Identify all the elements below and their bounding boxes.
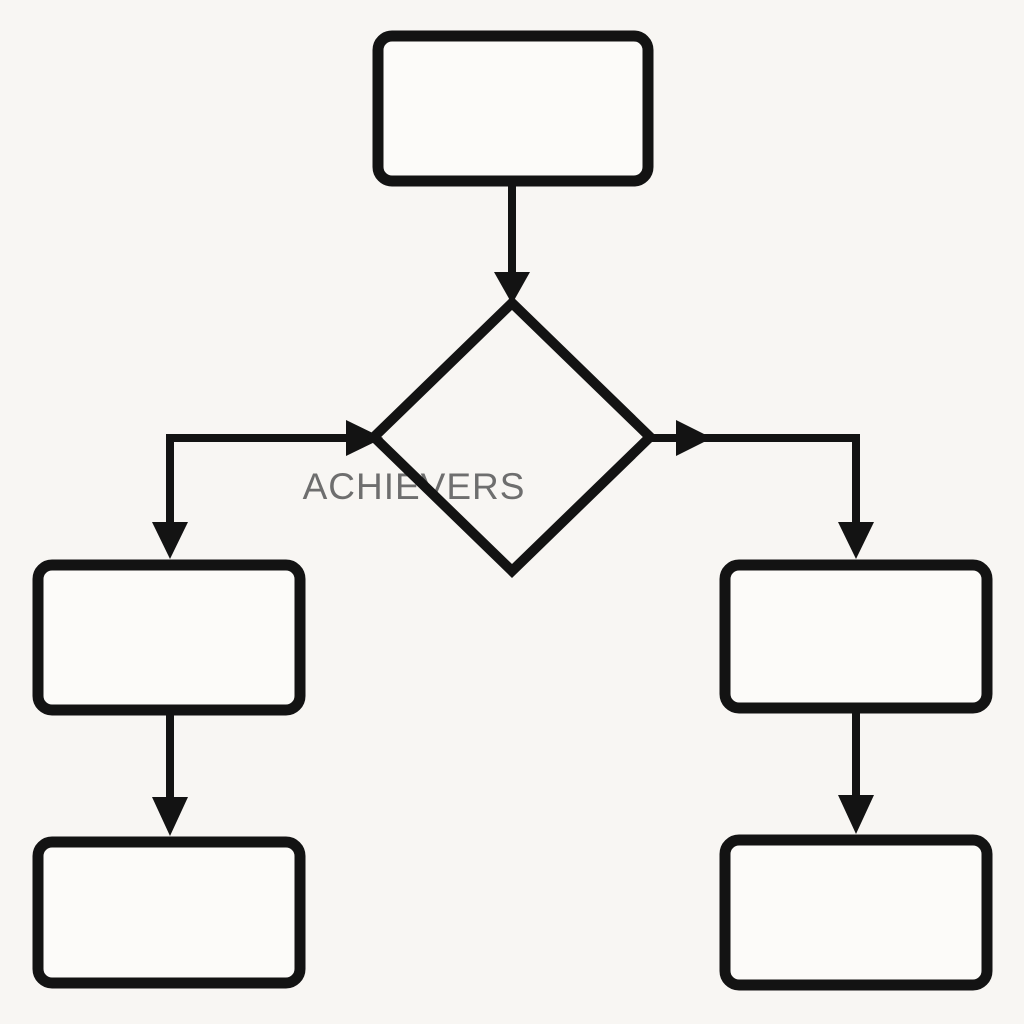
arrow-right-icon bbox=[346, 420, 383, 456]
arrow-right-icon bbox=[676, 420, 712, 456]
edge-top-to-decision bbox=[494, 182, 530, 304]
arrow-down-icon bbox=[152, 797, 188, 836]
node-decision-diamond bbox=[366, 296, 658, 578]
arrow-down-icon bbox=[494, 272, 530, 304]
edge-decision-right-branch bbox=[650, 420, 874, 559]
node-left-upper-box bbox=[32, 559, 306, 716]
edge-right-branch-line bbox=[650, 434, 860, 528]
edge-right-upper-to-lower bbox=[838, 711, 874, 834]
node-right-upper-box bbox=[719, 559, 993, 714]
edge-left-branch-line bbox=[166, 434, 366, 528]
node-left-lower-box bbox=[32, 836, 306, 989]
edge-left-upper-to-lower bbox=[152, 713, 188, 836]
edge-decision-left-branch bbox=[152, 420, 383, 559]
arrow-down-icon bbox=[838, 795, 874, 834]
arrow-down-icon bbox=[152, 522, 188, 559]
node-right-lower-box bbox=[719, 834, 993, 991]
arrow-down-icon bbox=[838, 522, 874, 559]
node-top-box bbox=[372, 30, 654, 187]
